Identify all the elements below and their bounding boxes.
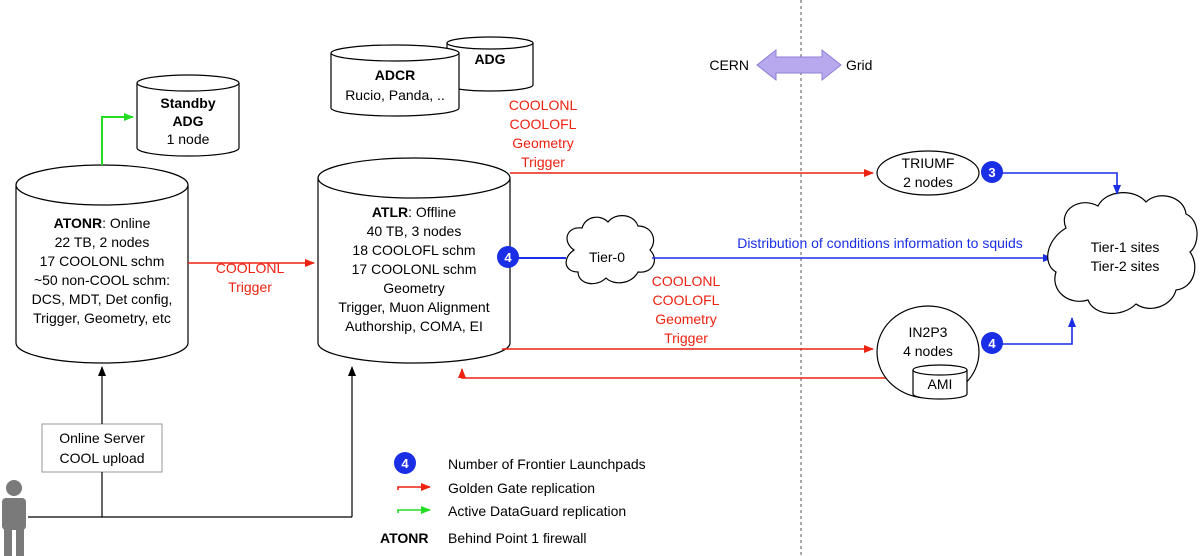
in2p3-nodes: 4 nodes (903, 343, 953, 359)
online-server-title: Online Server (59, 430, 145, 446)
atlr-db: ATLR: Offline 40 TB, 3 nodes 18 COOLOFL … (317, 157, 511, 364)
atonr-line: Trigger, Geometry, etc (33, 310, 171, 326)
atlr-line: 40 TB, 3 nodes (367, 223, 462, 239)
online-server-box: Online Server COOL upload (41, 423, 163, 473)
legend-golden-gate-label: Golden Gate replication (448, 480, 595, 496)
legend-red-arrow-icon (397, 483, 431, 491)
standby-title: Standby (160, 95, 215, 111)
atlr-role: : Offline (408, 204, 456, 220)
badge-count: 4 (988, 336, 996, 351)
flow-label: COOLONL (509, 97, 578, 113)
triumf-name: TRIUMF (902, 155, 955, 171)
distribution-label: Distribution of conditions information t… (737, 235, 1023, 251)
atlr-line: Authorship, COMA, EI (345, 318, 483, 334)
flow-label: COOLOFL (510, 116, 577, 132)
flow-label: Trigger (521, 154, 565, 170)
atlr-title: ATLR (372, 204, 408, 220)
legend-badge-count: 4 (401, 456, 409, 471)
flow-label: COOLONL (216, 260, 285, 276)
tier12-cloud: Tier-1 sites Tier-2 sites (1047, 192, 1198, 314)
triumf-site: TRIUMF 2 nodes (876, 150, 980, 196)
flow-label: COOLONL (652, 273, 721, 289)
legend: 4 Number of Frontier Launchpads Golden G… (380, 452, 646, 546)
atonr-line: 17 COOLONL schm (40, 253, 165, 269)
atonr-heading: ATONR: Online (54, 215, 151, 231)
legend-dataguard-label: Active DataGuard replication (448, 503, 626, 519)
flow-label: COOLOFL (653, 292, 720, 308)
tier1-label: Tier-1 sites (1091, 239, 1160, 255)
ami-title: AMI (928, 376, 953, 392)
grid-label: Grid (846, 57, 872, 73)
golden-gate-arrow-ami-atlr (458, 368, 912, 379)
flow-label: Trigger (228, 279, 272, 295)
legend-launchpads-label: Number of Frontier Launchpads (448, 456, 646, 472)
person-icon (2, 480, 26, 556)
adcr-db: ADCR Rucio, Panda, .. (330, 44, 460, 117)
atlr-line: Geometry (383, 280, 444, 296)
triumf-nodes: 2 nodes (903, 174, 953, 190)
in2p3-tier12-arrow (992, 317, 1076, 345)
legend-green-arrow-icon (397, 506, 431, 514)
cern-label: CERN (709, 57, 749, 73)
flow-label: Trigger (664, 330, 708, 346)
online-server-subtitle: COOL upload (59, 450, 144, 466)
tier2-label: Tier-2 sites (1091, 258, 1160, 274)
atonr-line: ~50 non-COOL schm: (34, 272, 170, 288)
adcr-subtitle: Rucio, Panda, .. (345, 87, 445, 103)
ami-db: AMI (912, 364, 968, 400)
legend-atonr-desc: Behind Point 1 firewall (448, 530, 587, 546)
standby-subtitle: ADG (172, 113, 203, 129)
atonr-line: DCS, MDT, Det config, (32, 291, 173, 307)
atonr-role: : Online (102, 215, 150, 231)
tier0-cloud: Tier-0 (565, 215, 655, 285)
dataguard-arrow (101, 113, 134, 165)
adg-db: ADG (446, 36, 534, 92)
adcr-title: ADCR (375, 67, 415, 83)
legend-badge-icon (394, 452, 416, 474)
atonr-line: 22 TB, 2 nodes (55, 234, 150, 250)
legend-atonr-key: ATONR (380, 530, 428, 546)
atlr-line: 17 COOLONL schm (352, 261, 477, 277)
atonr-title: ATONR (54, 215, 102, 231)
standby-adg-db: Standby ADG 1 node (136, 74, 240, 157)
atlr-line: 18 COOLOFL schm (352, 242, 475, 258)
in2p3-name: IN2P3 (909, 324, 948, 340)
standby-nodes: 1 node (167, 131, 210, 147)
badge-count: 4 (504, 250, 512, 265)
flow-label: Geometry (655, 311, 716, 327)
launchpad-badge-atlr: 4 (497, 246, 519, 268)
triumf-tier12-arrow (992, 172, 1121, 195)
adg-title: ADG (474, 51, 505, 67)
badge-count: 3 (988, 165, 995, 180)
tier0-label: Tier-0 (589, 249, 625, 265)
flow-label: Geometry (512, 135, 573, 151)
atlr-line: Trigger, Muon Alignment (338, 299, 489, 315)
launchpad-badge-in2p3: 4 (981, 332, 1003, 354)
launchpad-badge-triumf: 3 (981, 161, 1003, 183)
cern-grid-double-arrow (756, 48, 842, 82)
atonr-db: ATONR: Online 22 TB, 2 nodes 17 COOLONL … (15, 164, 189, 364)
atlr-heading: ATLR: Offline (372, 204, 456, 220)
